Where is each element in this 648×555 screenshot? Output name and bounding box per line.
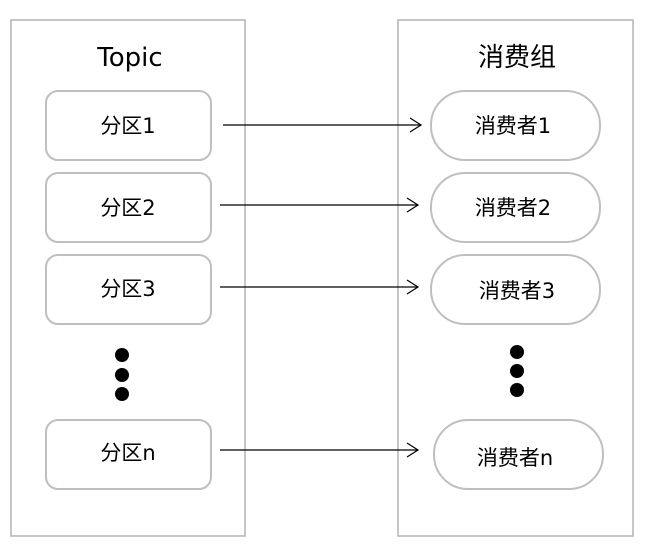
partition-2-box [45, 172, 212, 243]
consumer-3-label: 消费者3 [479, 279, 555, 303]
topic-container: Topic 分区1 分区2 分区3 分区n [10, 19, 246, 537]
partition-2: 分区2 [45, 172, 212, 243]
consumer-n-label: 消费者n [477, 446, 553, 470]
partition-3: 分区3 [45, 254, 212, 325]
partition-1-label: 分区1 [100, 114, 155, 138]
ellipsis-dot [115, 387, 129, 401]
consumer-2: 消费者2 [430, 172, 601, 243]
consumer-n: 消费者n [433, 419, 604, 490]
ellipsis-dot [115, 348, 129, 362]
ellipsis-dot [115, 368, 129, 382]
partition-1-box [45, 90, 212, 161]
partition-n-label: 分区n [100, 441, 155, 465]
ellipsis-dot [510, 364, 524, 378]
partition-2-label: 分区2 [100, 196, 155, 220]
partition-n-box [45, 419, 212, 490]
arrow-partition-1-to-consumer-1 [223, 117, 423, 133]
partition-3-label: 分区3 [100, 277, 155, 301]
consumer-3: 消费者3 [430, 254, 601, 325]
partition-ellipsis [115, 348, 129, 401]
assignment-arrows [220, 117, 423, 458]
partition-n: 分区n [45, 419, 212, 490]
partition-3-box [45, 254, 212, 325]
consumer-1: 消费者1 [430, 90, 601, 161]
consumer-2-box [430, 172, 601, 243]
consumer-n-box [433, 419, 604, 490]
partition-1: 分区1 [45, 90, 212, 161]
consumer-1-label: 消费者1 [475, 114, 551, 138]
ellipsis-dot [510, 383, 524, 397]
topic-title: Topic [96, 43, 162, 73]
arrow-partition-2-to-consumer-2 [220, 197, 420, 213]
consumer-1-box [430, 90, 601, 161]
ellipsis-dot [510, 345, 524, 359]
arrow-partition-3-to-consumer-3 [220, 279, 420, 295]
consumer-2-label: 消费者2 [475, 196, 551, 220]
consumer-group-container: 消费组 消费者1 消费者2 消费者3 消费者n [397, 19, 634, 537]
consumer-ellipsis [510, 345, 524, 397]
consumer-3-box [430, 254, 601, 325]
arrow-partition-n-to-consumer-n [220, 442, 420, 458]
consumer-group-title: 消费组 [478, 43, 556, 73]
